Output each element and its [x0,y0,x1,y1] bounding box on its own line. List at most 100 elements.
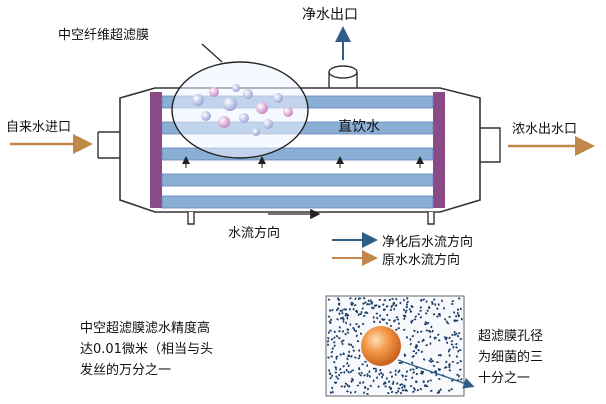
pore-dot [456,311,459,315]
pore-dot [412,368,415,371]
pore-dot [429,342,432,345]
pore-dot [331,309,334,312]
pore-dot [335,308,338,312]
pore-dot [362,302,365,305]
pore-dot [459,338,463,340]
pore-dot [455,332,458,335]
pore-dot [342,318,345,321]
pore-dot [333,344,336,347]
pore-dot [349,391,352,394]
pore-dot [372,379,375,383]
pore-dot [415,372,418,376]
pore-dot [346,328,350,331]
pore-dot [419,309,422,312]
pore-dot [431,301,434,304]
pore-dot [439,388,442,391]
pore-dot [448,315,451,318]
pore-dot [374,304,377,307]
pore-dot [360,371,363,375]
pore-dot [429,360,433,363]
pore-dot [356,310,359,314]
pore-line-3: 十分之一 [478,371,531,386]
pore-dot [388,385,391,389]
pore-dot [437,389,441,393]
pore-dot [438,312,441,315]
pore-dot [424,384,427,387]
pore-dot [451,360,455,363]
pore-dot [451,300,455,303]
pore-dot [329,391,332,394]
pore-dot [455,319,459,322]
pore-dot [419,387,422,391]
pore-dot [432,364,435,368]
pore-dot [346,384,349,387]
pore-dot [330,318,333,322]
pore-dot [434,370,438,373]
pore-dot [342,339,345,342]
pore-dot [436,361,439,364]
pore-dot [362,297,366,300]
pore-dot [384,382,387,385]
pore-dot [423,323,427,326]
pore-dot [376,316,379,320]
legend [332,232,378,266]
pore-dot [377,305,380,308]
pore-dot [368,303,371,306]
pore-dot [425,385,429,388]
pore-dot [367,299,370,303]
pore-dot [447,389,451,392]
pore-dot [329,321,332,324]
pore-dot [395,328,398,331]
pore-dot [403,308,405,312]
pore-dot [453,311,456,314]
pore-dot [448,369,452,372]
pore-dot [397,322,400,325]
pore-dot [345,312,348,315]
pore-dot [403,317,406,320]
pore-dot [335,335,338,338]
pore-dot [443,307,445,310]
pore-dot [355,323,358,326]
pore-dot [341,330,345,333]
pore-dot [420,299,423,302]
pore-dot [453,319,456,322]
pore-dot [415,352,418,355]
pore-dot [400,391,402,395]
legend-raw-label: 原水水流方向 [382,253,461,268]
pore-dot [335,375,338,378]
pore-dot [430,357,433,361]
pore-dot [452,345,455,349]
pore-dot [353,304,357,307]
drinking-water-label: 直饮水 [338,119,380,135]
pore-dot [426,380,430,383]
pore-dot [337,307,340,310]
pore-dot [342,320,345,323]
pore-dot [401,389,405,392]
pore-dot [381,375,384,379]
particle [239,113,249,123]
pore-dot [395,297,398,301]
pore-dot [448,364,451,367]
pore-dot [328,309,332,312]
pore-dot [361,307,364,310]
pore-dot [338,337,341,340]
precision-line-3: 发丝的万分之一 [80,363,172,378]
pore-dot [333,336,336,339]
pore-dot [395,316,399,319]
pore-dot [348,307,351,311]
pore-dot [448,336,451,340]
pore-dot [406,301,409,304]
pore-dot [391,297,394,300]
pore-dot [385,305,389,308]
pore-dot [382,373,385,377]
pore-dot [352,378,354,382]
pore-dot [388,380,391,383]
pore-dot [397,387,401,390]
pore-dot [403,354,407,357]
pore-dot [330,350,333,354]
pore-dot [459,368,462,371]
pore-dot [342,353,345,356]
pore-dot [451,333,454,336]
pore-dot [405,306,409,308]
